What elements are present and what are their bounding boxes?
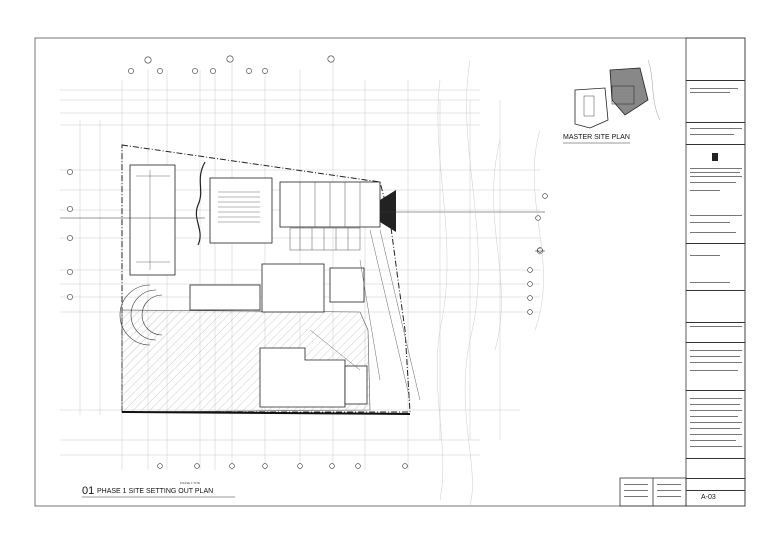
tb-divider	[686, 390, 745, 391]
sheet-number: A-03	[701, 494, 716, 501]
tb-divider	[686, 322, 745, 323]
grid-bubbles-left	[67, 169, 73, 300]
tb-divider	[686, 490, 745, 491]
tb-divider	[686, 290, 745, 291]
tb-divider	[686, 144, 745, 145]
grid-bubbles-bottom	[157, 463, 408, 469]
contour-lines	[436, 59, 544, 506]
view-number: 01	[82, 485, 95, 497]
grid-bubbles-right	[527, 193, 548, 315]
tb-divider	[686, 122, 745, 123]
main-hall-seating	[136, 170, 260, 270]
stepped-terraces	[289, 182, 361, 251]
view-title: PHASE 1 SITE SETTING OUT PLAN	[97, 488, 214, 495]
entrance-marker	[380, 190, 396, 232]
tb-divider	[686, 478, 745, 479]
curved-wall	[195, 161, 206, 246]
tb-divider	[686, 342, 745, 343]
site-boundary	[121, 144, 411, 413]
amphitheatre-arcs	[119, 284, 163, 346]
tb-divider	[686, 243, 745, 244]
title-block	[619, 37, 746, 507]
master-site-key-plan	[563, 59, 661, 144]
company-logo-icon	[712, 153, 718, 161]
tb-divider	[686, 458, 745, 459]
access-road	[309, 229, 421, 401]
grid-bubbles-top	[128, 55, 335, 74]
key-plan-title: MASTER SITE PLAN	[563, 134, 630, 141]
view-scale-note: PHASE 1 SITE	[180, 481, 201, 485]
north-arrow-icon	[535, 247, 545, 255]
tb-divider	[686, 80, 745, 81]
